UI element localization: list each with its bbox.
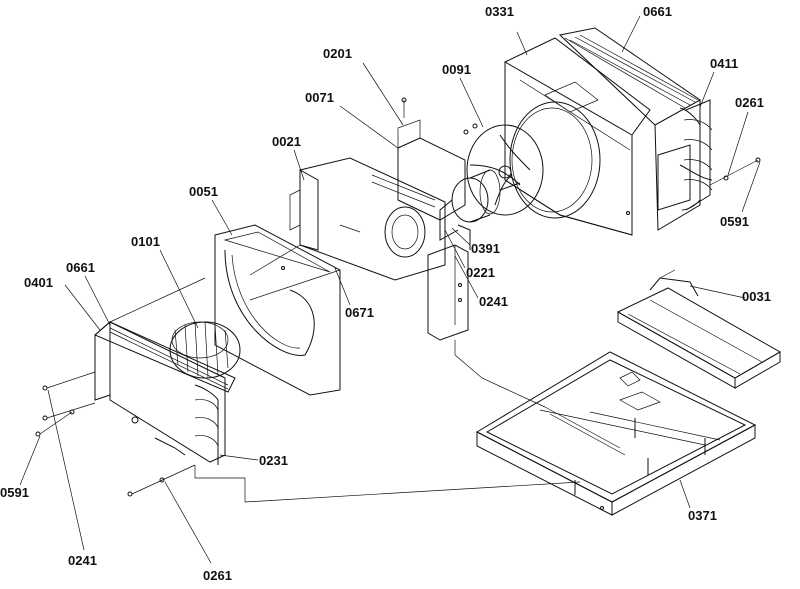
callout-0671: 0671	[345, 305, 374, 320]
callout-0241-mid: 0241	[479, 294, 508, 309]
callout-0231: 0231	[259, 453, 288, 468]
callout-0051: 0051	[189, 184, 218, 199]
condenser-tubing-drawing	[679, 99, 713, 211]
callout-0331: 0331	[485, 4, 514, 19]
condenser-shroud-drawing	[504, 37, 651, 236]
leader-lines	[19, 15, 761, 564]
blower-scroll-drawing	[214, 224, 341, 396]
callout-0221: 0221	[466, 265, 495, 280]
callout-0031: 0031	[742, 289, 771, 304]
callout-0101: 0101	[131, 234, 160, 249]
callout-0411: 0411	[710, 56, 738, 71]
screws-right-drawing	[709, 157, 761, 186]
fan-bracket-drawing	[397, 97, 478, 221]
blower-wheel-drawing	[169, 321, 241, 379]
top-cover-drawing	[616, 269, 782, 389]
base-pan-drawing	[475, 351, 757, 516]
motor-drawing	[439, 169, 521, 241]
callout-0401: 0401	[24, 275, 53, 290]
condenser-coil-drawing	[558, 27, 701, 231]
callout-0241-bottom: 0241	[68, 553, 97, 568]
callout-0591-left: 0591	[0, 485, 29, 500]
screws-left-drawing	[35, 371, 196, 497]
callout-0371: 0371	[688, 508, 717, 523]
evaporator-coil-drawing	[94, 320, 236, 465]
callout-0261-bottom: 0261	[203, 568, 232, 583]
callout-0201: 0201	[323, 46, 352, 61]
callout-0661-left: 0661	[66, 260, 95, 275]
callout-0261-right: 0261	[735, 95, 764, 110]
assembly-reference-lines	[109, 244, 581, 503]
partition-drawing	[289, 157, 446, 281]
callout-0021: 0021	[272, 134, 301, 149]
callout-0091: 0091	[442, 62, 471, 77]
callout-0591-right: 0591	[720, 214, 749, 229]
callout-0071: 0071	[305, 90, 334, 105]
callout-0391: 0391	[471, 241, 500, 256]
callout-labels: 0331 0661 0201 0091 0411 0071 0261 0021 …	[0, 4, 771, 583]
control-box-drawing	[427, 224, 471, 341]
fan-blade-drawing	[466, 124, 544, 216]
callout-0661-top: 0661	[643, 4, 672, 19]
